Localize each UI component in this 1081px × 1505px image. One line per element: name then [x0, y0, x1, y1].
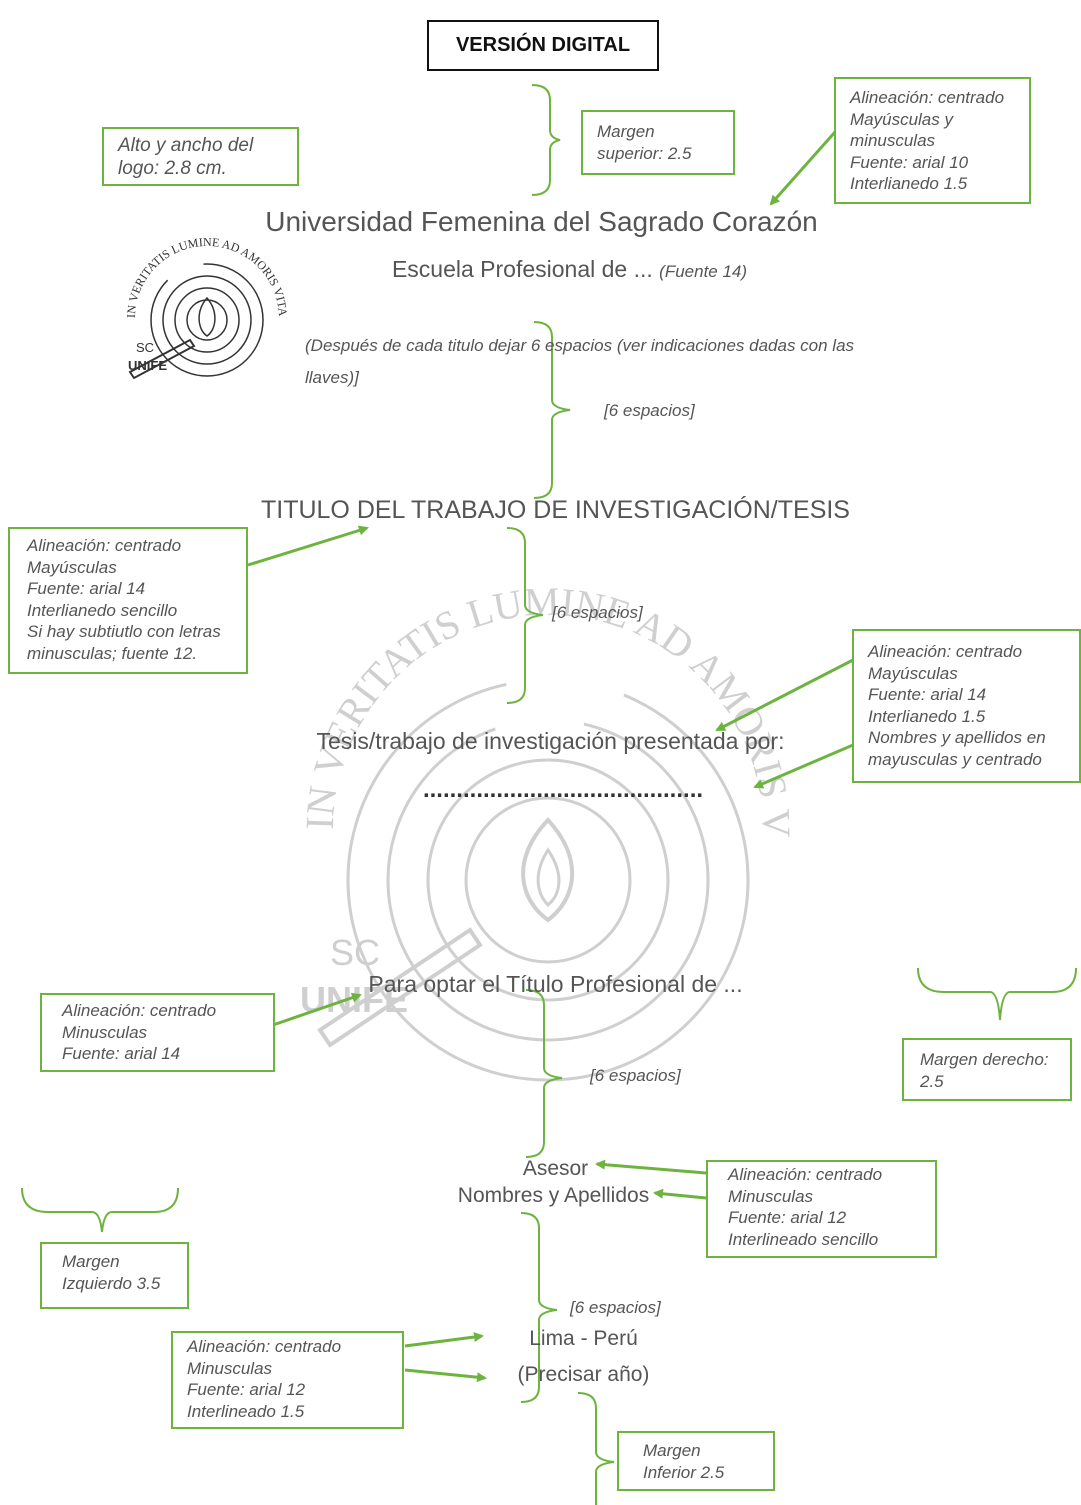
watermark-initials: SC [330, 932, 380, 973]
thesis-title: TITULO DEL TRABAJO DE INVESTIGACIÓN/TESI… [260, 496, 850, 524]
spacing-label-4: [6 espacios] [570, 1298, 661, 1317]
spacing-instruction: (Después de cada titulo dejar 6 espacios… [305, 330, 854, 394]
note-university-format: Alineación: centrado Mayúsculas y minusc… [834, 77, 1031, 204]
note-margin-top: Margen superior: 2.5 [581, 110, 735, 175]
note-advisor-format: Alineación: centrado Minusculas Fuente: … [706, 1160, 937, 1258]
instruction-line-1: (Después de cada titulo dejar 6 espacios… [305, 336, 855, 355]
logo-initials: SC [136, 340, 154, 355]
pointer-arrows [247, 131, 854, 1383]
degree-line: Para optar el Título Profesional de ... [368, 971, 743, 997]
advisor-label: Asesor [522, 1157, 589, 1180]
city: Lima - Perú [529, 1327, 638, 1350]
school-name: Escuela Profesional de ... [391, 256, 653, 282]
year: (Precisar año) [517, 1363, 650, 1386]
spacing-braces [21, 84, 1077, 1505]
spacing-label-2: [6 espacios] [552, 603, 643, 622]
school-font-note: (Fuente 14) [659, 262, 748, 281]
spacing-label-3: [6 espacios] [590, 1066, 681, 1085]
note-presenter-format: Alineación: centrado Mayúsculas Fuente: … [852, 629, 1081, 783]
logo-acronym: UNIFE [128, 358, 167, 373]
note-logo-size: Alto y ancho del logo: 2.8 cm. [102, 127, 299, 186]
school-line: Escuela Profesional de ... (Fuente 14) [0, 256, 1081, 283]
note-degree-format: Alineación: centrado Minusculas Fuente: … [40, 993, 275, 1072]
note-title-format: Alineación: centrado Mayúsculas Fuente: … [8, 527, 248, 674]
university-logo: IN VERITATIS LUMINE AD AMORIS VITAM SC U… [0, 0, 290, 380]
instruction-line-2: llaves)] [305, 368, 359, 387]
author-dots: ........................................… [422, 776, 704, 803]
spacing-label-1: [6 espacios] [604, 401, 695, 420]
advisor-name: Nombres y Apellidos [457, 1184, 650, 1207]
note-margin-left: Margen Izquierdo 3.5 [40, 1242, 189, 1309]
note-margin-bottom: Margen Inferior 2.5 [617, 1431, 775, 1491]
version-label: VERSIÓN DIGITAL [427, 20, 659, 71]
note-city-format: Alineación: centrado Minusculas Fuente: … [171, 1331, 404, 1429]
note-margin-right: Margen derecho: 2.5 [902, 1038, 1072, 1101]
university-name: Universidad Femenina del Sagrado Corazón [265, 206, 818, 237]
presented-by: Tesis/trabajo de investigación presentad… [316, 728, 785, 754]
